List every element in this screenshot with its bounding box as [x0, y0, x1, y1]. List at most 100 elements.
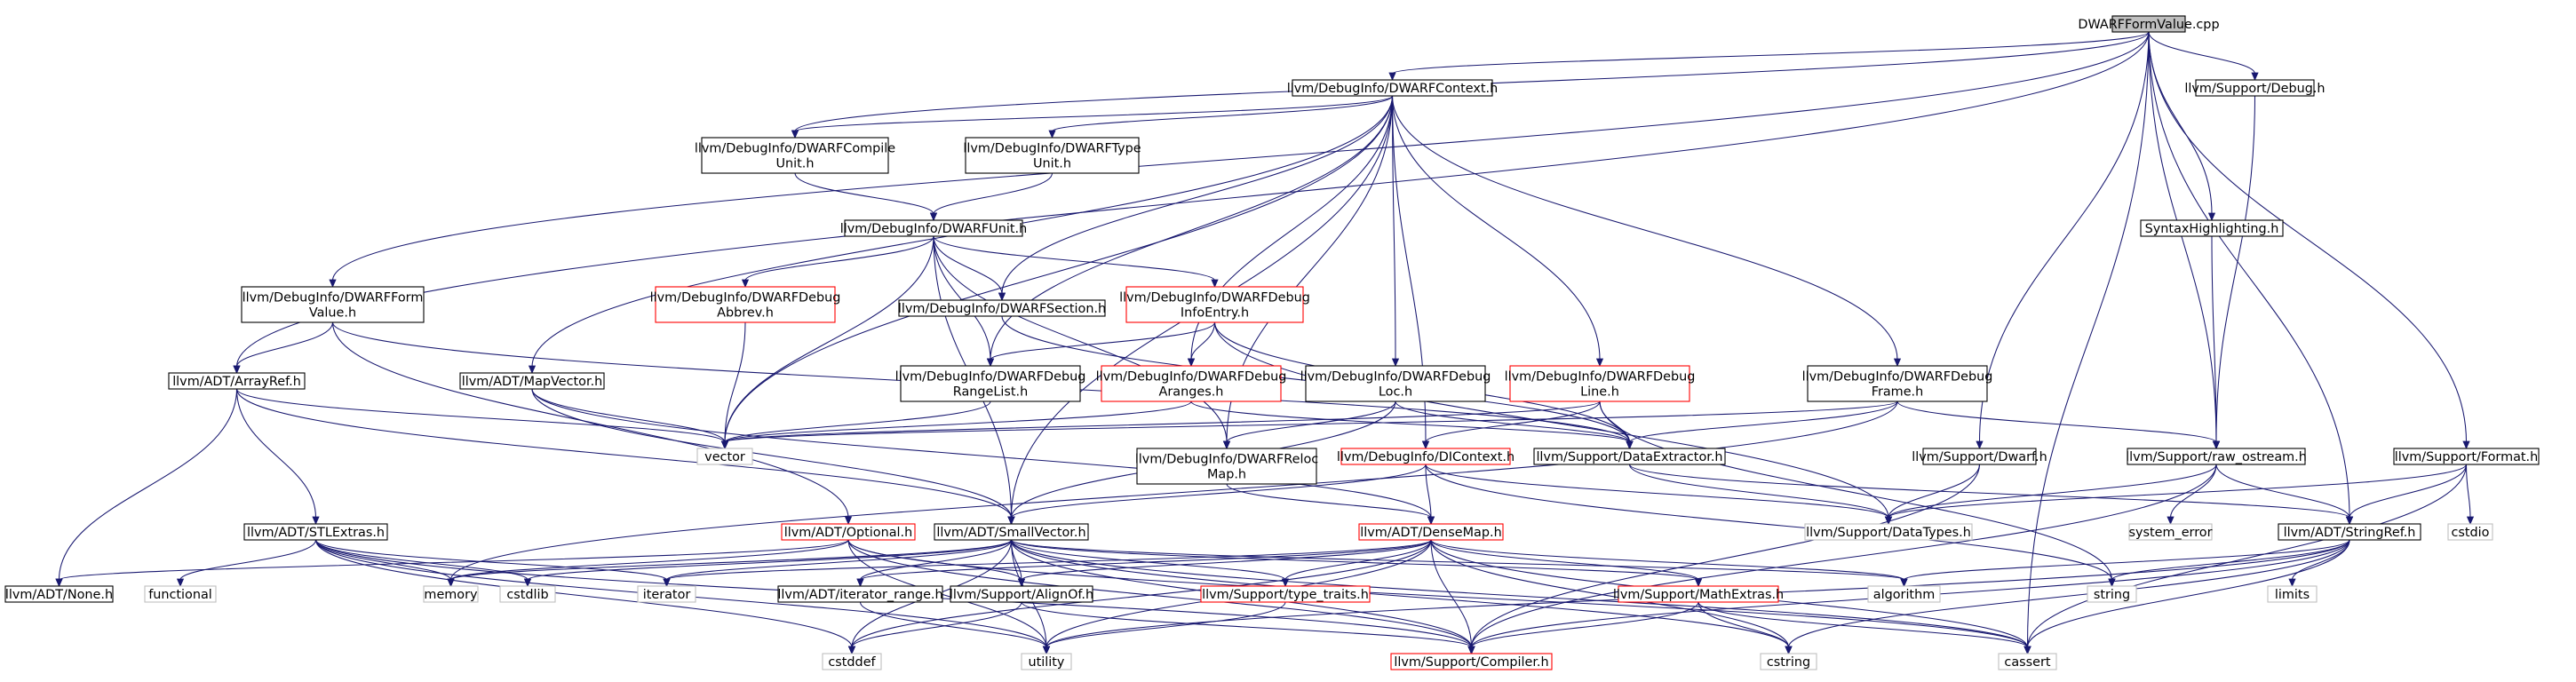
node-box [1021, 653, 1072, 670]
node-box [1760, 653, 1817, 670]
edge-arrowhead [2251, 72, 2259, 81]
node-label-line: llvm/Support/type_traits.h [1202, 588, 1369, 602]
edge-arrayref-to-none [55, 388, 238, 587]
node-llvm-adt-iterator-range[interactable]: llvm/ADT/iterator_range.h [777, 585, 943, 603]
edge-arrowhead [1042, 646, 1051, 654]
edge-line [1888, 464, 2468, 519]
edge-arrowhead [856, 578, 864, 587]
edge-arrowhead [663, 578, 671, 587]
node-box [777, 585, 943, 603]
node-llvm-support-dataextractor[interactable]: llvm/Support/DataExtractor.h [1533, 448, 1726, 465]
edge-line-to-string [1599, 400, 2116, 587]
node-llvm-adt-mapvector[interactable]: llvm/ADT/MapVector.h [459, 372, 605, 390]
node-limits: limits [2267, 585, 2318, 603]
node-memory: memory [423, 585, 479, 603]
node-llvm-debuginfo-dwarfsection[interactable]: llvm/DebugInfo/DWARFSection.h [898, 299, 1106, 317]
node-llvm-adt-stringref[interactable]: llvm/ADT/StringRef.h [2278, 523, 2421, 541]
edge-line [2291, 539, 2350, 581]
node-llvm-adt-none[interactable]: llvm/ADT/None.h [4, 585, 114, 603]
node-syntaxhighlighting[interactable]: SyntaxHighlighting.h [2140, 219, 2284, 237]
node-box [637, 585, 696, 603]
node-llvm-debuginfo-dicontext[interactable]: llvm/DebugInfo/DIContext.h [1337, 448, 1515, 465]
node-llvm-support-debug[interactable]: llvm/Support/Debug.h [2184, 79, 2326, 97]
edge-dataextractor-to-stringref [1628, 464, 2354, 525]
node-llvm-support-alignof[interactable]: llvm/Support/AlignOf.h [950, 585, 1093, 603]
node-llvm-adt-stlextras[interactable]: llvm/ADT/STLExtras.h [243, 523, 388, 541]
node-label-line: llvm/DebugInfo/DWARFSection.h [898, 302, 1106, 316]
node-box [423, 585, 479, 603]
edge-line [990, 321, 1216, 361]
edge-arrowhead [1421, 440, 1430, 449]
node-llvm-adt-arrayref[interactable]: llvm/ADT/ArrayRef.h [168, 372, 306, 390]
edge-arrowhead [929, 212, 938, 221]
node-llvm-support-mathextras[interactable]: llvm/Support/MathExtras.h [1613, 585, 1784, 603]
edge-frame-to-rawostream [1896, 400, 2221, 449]
node-label-line: llvm/DebugInfo/DWARFDebug [650, 291, 841, 305]
node-llvm-debuginfo-dwarfunit[interactable]: llvm/DebugInfo/DWARFUnit.h [840, 219, 1027, 237]
edge-line [449, 539, 849, 581]
node-label-line: llvm/DebugInfo/DWARFUnit.h [840, 222, 1027, 236]
edge-arrowhead [2212, 440, 2221, 449]
node-llvm-adt-optional[interactable]: llvm/ADT/Optional.h [781, 523, 916, 541]
edge-line [235, 388, 1013, 519]
node-llvm-support-compiler[interactable]: llvm/Support/Compiler.h [1390, 653, 1553, 670]
node-box [1867, 585, 1941, 603]
node-label-line: llvm/Support/Debug.h [2184, 82, 2325, 96]
node-label-line: limits [2275, 588, 2310, 602]
edge-stringref-to-string [2108, 539, 2350, 587]
node-llvm-support-format[interactable]: llvm/Support/Format.h [2393, 448, 2540, 465]
node-label-line: llvm/DebugInfo/DWARFDebug [1096, 370, 1287, 385]
edge-arrowhead [447, 578, 455, 587]
edge-stlextras-to-functional [176, 539, 317, 587]
node-label-line: Line.h [1580, 385, 1619, 400]
node-llvm-debuginfo-dwarfformvalue[interactable]: llvm/DebugInfo/DWARFFormValue.h [241, 286, 425, 323]
edge-line [2148, 31, 2256, 75]
edge-line [859, 601, 1047, 648]
edge-dwarf-to-compiler [1467, 464, 1981, 654]
node-llvm-support-type-traits[interactable]: llvm/Support/type_traits.h [1200, 585, 1371, 603]
edge-line [724, 400, 1898, 443]
edge-line [847, 539, 2029, 648]
node-label-line: llvm/Support/Dwarf.h [1912, 450, 2047, 464]
edge-line [314, 539, 853, 648]
node-llvm-support-dwarf[interactable]: llvm/Support/Dwarf.h [1912, 448, 2047, 465]
node-box [781, 523, 916, 541]
node-llvm-adt-smallvector[interactable]: llvm/ADT/SmallVector.h [934, 523, 1089, 541]
edge-line [1425, 464, 1889, 519]
edge-line [851, 539, 1432, 648]
edge-root-to-cassert [2023, 31, 2150, 654]
edge-line [1903, 539, 2350, 581]
edge-rawostream-to-stringref [2215, 464, 2354, 525]
edge-root-to-formvalue [329, 31, 2150, 288]
node-box [844, 219, 1023, 237]
edge-densemap-to-iterator [663, 539, 1432, 587]
edge-line [1391, 31, 2150, 75]
node-cstdio: cstdio [2447, 523, 2493, 541]
node-label-line: memory [424, 588, 478, 602]
node-dwarfformvalue[interactable]: DWARFFormValue.cpp [2078, 15, 2220, 33]
node-llvm-support-raw-ostream[interactable]: llvm/Support/raw_ostream.h [2126, 448, 2307, 465]
edge-dwarfunit-to-section [933, 235, 1006, 301]
node-llvm-debuginfo-dwarfcontext[interactable]: llvm/DebugInfo/DWARFContext.h [1287, 79, 1499, 97]
node-llvm-adt-densemap[interactable]: llvm/ADT/DenseMap.h [1358, 523, 1504, 541]
edge-dwarfunit-to-infoentry [933, 235, 1219, 288]
node-box [898, 299, 1106, 317]
node-box [1340, 448, 1511, 465]
node-box [2195, 79, 2315, 97]
edge-line [2169, 464, 2217, 519]
node-algorithm: algorithm [1867, 585, 1941, 603]
edge-arrowhead [1893, 358, 1902, 367]
node-label-line: cstdio [2452, 526, 2490, 540]
edge-line [724, 321, 746, 443]
edge-line [859, 539, 1432, 581]
